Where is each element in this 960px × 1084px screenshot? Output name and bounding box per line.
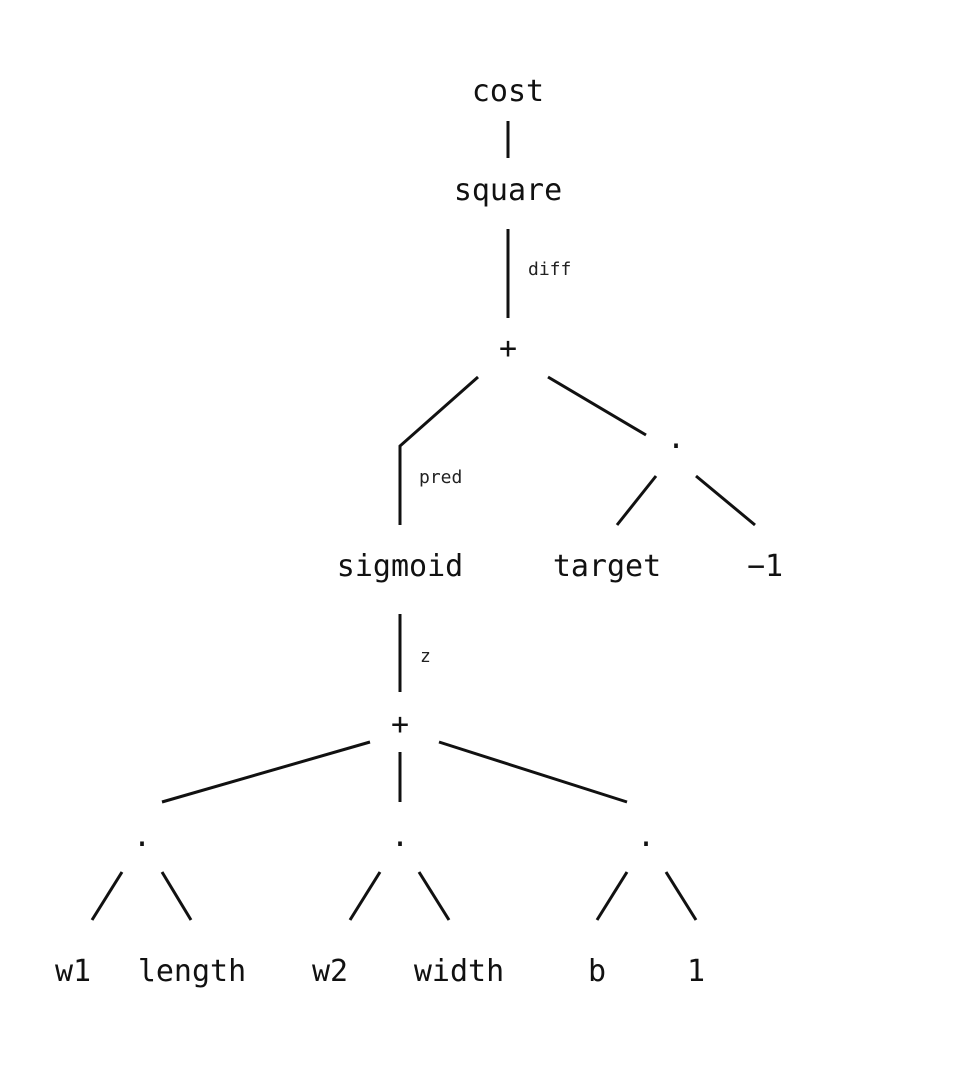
- edge-dot-3-one: [664, 871, 698, 921]
- edge-dot-1-length: [160, 871, 193, 921]
- node-w1: w1: [55, 954, 91, 989]
- edge-plus-bottom-dot-1: [161, 740, 371, 804]
- edge-label-pred: pred: [419, 467, 462, 488]
- edge-plus-top-sigmoid: [398, 375, 479, 525]
- node-width: width: [414, 954, 504, 989]
- node-plus-bottom: +: [391, 707, 409, 742]
- node-neg-one: −1: [747, 549, 783, 584]
- node-plus-top: +: [499, 331, 517, 366]
- node-cost: cost: [472, 74, 544, 109]
- edge-dot-3-b: [595, 871, 629, 921]
- edges: [90, 121, 756, 921]
- node-sigmoid: sigmoid: [337, 549, 463, 584]
- node-dot-3: .: [637, 819, 655, 854]
- edge-dot-2-width: [417, 871, 451, 921]
- node-one: 1: [687, 954, 705, 989]
- edge-label-diff: diff: [528, 259, 571, 280]
- edge-labels: diff pred z: [419, 259, 571, 667]
- node-target: target: [553, 549, 661, 584]
- edge-plus-bottom-dot-3: [438, 740, 628, 804]
- edge-dot-1-w1: [90, 871, 124, 921]
- node-length: length: [138, 954, 246, 989]
- node-w2: w2: [312, 954, 348, 989]
- node-dot-2: .: [391, 819, 409, 854]
- edge-plus-top-dot-right: [547, 375, 647, 437]
- edge-dot-right-target: [615, 475, 658, 526]
- edge-dot-2-w2: [348, 871, 382, 921]
- edge-dot-right-neg-one: [695, 474, 756, 527]
- edge-label-z: z: [420, 646, 431, 667]
- node-square: square: [454, 173, 562, 208]
- node-b: b: [588, 954, 606, 989]
- node-dot-right: .: [667, 421, 685, 456]
- nodes: cost square + . sigmoid target −1 + . . …: [55, 74, 783, 989]
- node-dot-1: .: [133, 819, 151, 854]
